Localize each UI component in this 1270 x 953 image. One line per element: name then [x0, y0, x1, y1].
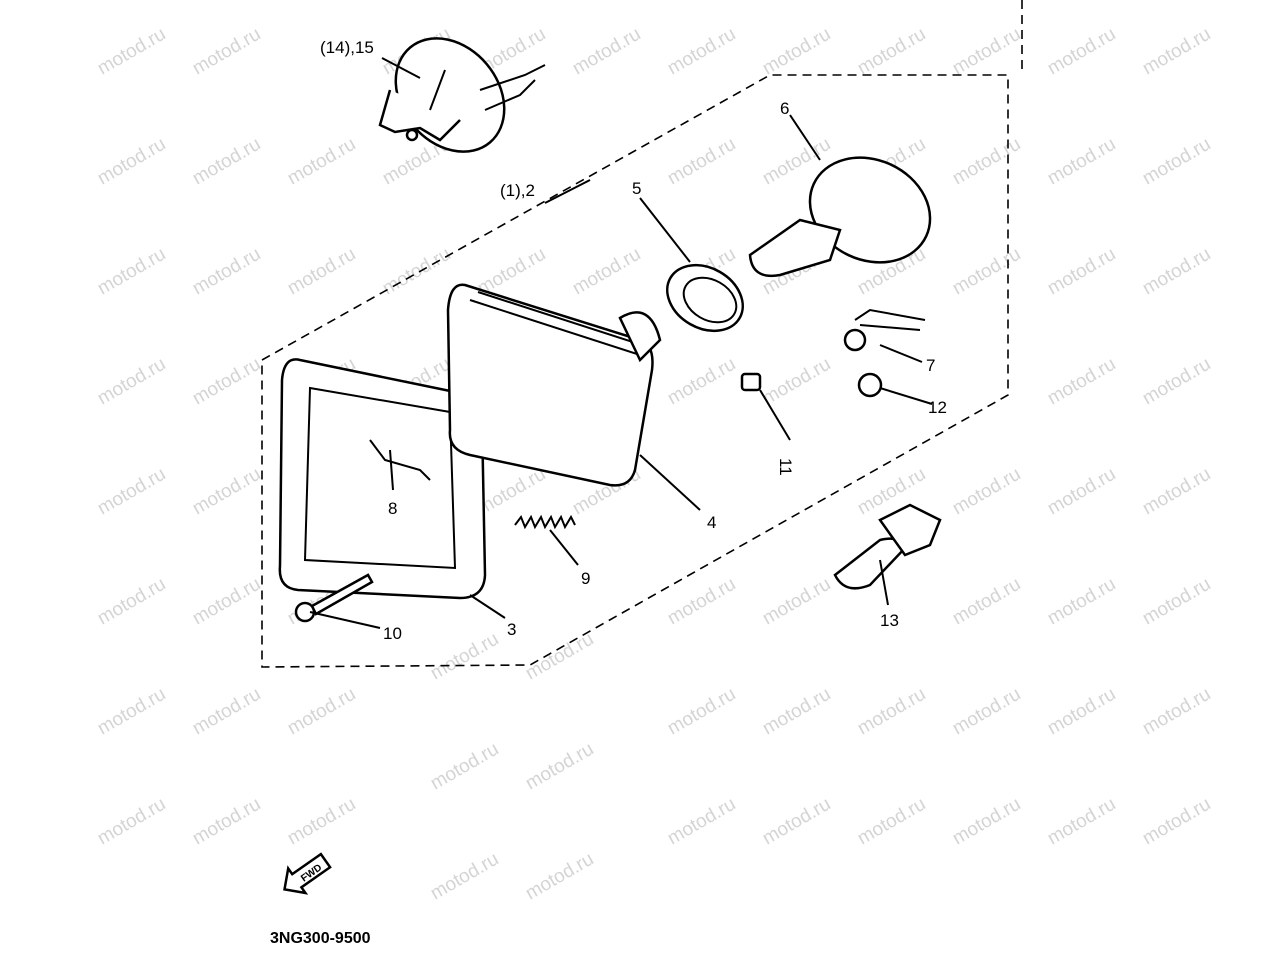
assembly-boundary: [261, 74, 1009, 668]
watermark-text: motod.ru: [1139, 244, 1214, 300]
diagram-code: 3NG300-9500: [270, 930, 371, 947]
watermark-text: motod.ru: [949, 574, 1024, 630]
callout-5: 5: [632, 179, 641, 198]
watermark-text: motod.ru: [759, 794, 834, 850]
callout-8: 8: [388, 499, 397, 518]
watermark-text: motod.ru: [1044, 24, 1119, 80]
watermark-text: motod.ru: [1139, 354, 1214, 410]
watermark-text: motod.ru: [664, 354, 739, 410]
watermark-text: motod.ru: [1139, 24, 1214, 80]
callout-13: 13: [880, 611, 899, 630]
watermark-text: motod.ru: [189, 354, 264, 410]
leader-meter: [381, 57, 421, 79]
watermark-text: motod.ru: [569, 24, 644, 80]
watermark-text: motod.ru: [427, 849, 502, 905]
watermark-text: motod.ru: [94, 354, 169, 410]
main-bulb-part: [833, 503, 942, 590]
watermark-text: motod.ru: [949, 794, 1024, 850]
callout-3: 3: [507, 620, 516, 639]
watermark-text: motod.ru: [94, 134, 169, 190]
watermark-text: motod.ru: [759, 684, 834, 740]
watermark-text: motod.ru: [1044, 794, 1119, 850]
watermark-text: motod.ru: [1044, 464, 1119, 520]
watermark-text: motod.ru: [664, 134, 739, 190]
watermark-text: motod.ru: [1044, 244, 1119, 300]
watermark-text: motod.ru: [474, 464, 549, 520]
watermark-text: motod.ru: [949, 24, 1024, 80]
watermark-text: motod.ru: [189, 464, 264, 520]
watermark-text: motod.ru: [949, 134, 1024, 190]
bulb-socket-part: [748, 156, 932, 278]
nut-part: [740, 372, 762, 392]
watermark-text: motod.ru: [1044, 354, 1119, 410]
watermark-text: motod.ru: [664, 794, 739, 850]
callout-7: 7: [926, 356, 935, 375]
watermark-text: motod.ru: [284, 684, 359, 740]
watermark-text: motod.ru: [94, 24, 169, 80]
watermark-text: motod.ru: [1139, 794, 1214, 850]
seal-part: [666, 263, 744, 333]
watermark-text: motod.ru: [759, 24, 834, 80]
watermark-text: motod.ru: [284, 794, 359, 850]
callout-headlight-assy: (1),2: [500, 181, 535, 200]
rim-part: [278, 358, 487, 600]
watermark-text: motod.ru: [189, 574, 264, 630]
watermark-text: motod.ru: [759, 574, 834, 630]
watermark-text: motod.ru: [94, 684, 169, 740]
callout-10: 10: [383, 624, 402, 643]
watermark-text: motod.ru: [854, 794, 929, 850]
watermark-text: motod.ru: [427, 739, 502, 795]
watermark-text: motod.ru: [427, 629, 502, 685]
watermark-text: motod.ru: [1044, 134, 1119, 190]
callout-9: 9: [581, 569, 590, 588]
watermark-text: motod.ru: [94, 244, 169, 300]
callout-6: 6: [780, 99, 789, 118]
watermark-text: motod.ru: [522, 629, 597, 685]
watermark-text: motod.ru: [664, 684, 739, 740]
watermark-text: motod.ru: [189, 684, 264, 740]
socket-cord-part: [843, 308, 926, 352]
watermark-text: motod.ru: [569, 244, 644, 300]
watermark-text: motod.ru: [189, 794, 264, 850]
watermark-text: motod.ru: [94, 464, 169, 520]
watermark-text: motod.ru: [1044, 684, 1119, 740]
watermark-text: motod.ru: [1044, 574, 1119, 630]
watermark-text: motod.ru: [522, 739, 597, 795]
watermark-text: motod.ru: [949, 464, 1024, 520]
watermark-text: motod.ru: [94, 794, 169, 850]
spring-part: [514, 514, 576, 530]
aux-bulb-part: [857, 372, 883, 398]
watermark-text: motod.ru: [284, 134, 359, 190]
fwd-arrow-icon: FWD: [283, 852, 332, 895]
watermark-text: motod.ru: [94, 574, 169, 630]
watermark-text: motod.ru: [949, 244, 1024, 300]
watermark-text: motod.ru: [284, 244, 359, 300]
meter-part: [378, 37, 546, 153]
leader-lines: [309, 114, 933, 629]
lens-unit-part: [446, 283, 662, 487]
callout-meter: (14),15: [320, 38, 374, 57]
callout-11: 11: [776, 458, 795, 476]
watermark-text: motod.ru: [522, 849, 597, 905]
callout-4: 4: [707, 513, 716, 532]
watermark-text: motod.ru: [1139, 464, 1214, 520]
watermark-text: motod.ru: [949, 684, 1024, 740]
watermark-text: motod.ru: [664, 24, 739, 80]
watermark-text: motod.ru: [379, 244, 454, 300]
watermark-text: motod.ru: [759, 354, 834, 410]
watermark-text: motod.ru: [854, 24, 929, 80]
watermark-text: motod.ru: [1139, 134, 1214, 190]
watermark-text: motod.ru: [189, 24, 264, 80]
watermark-text: motod.ru: [189, 244, 264, 300]
watermark-text: motod.ru: [189, 134, 264, 190]
watermark-text: motod.ru: [1139, 574, 1214, 630]
watermark-text: motod.ru: [1139, 684, 1214, 740]
callout-12: 12: [928, 398, 947, 417]
watermark-text: motod.ru: [854, 684, 929, 740]
bolt-part: [294, 573, 374, 623]
